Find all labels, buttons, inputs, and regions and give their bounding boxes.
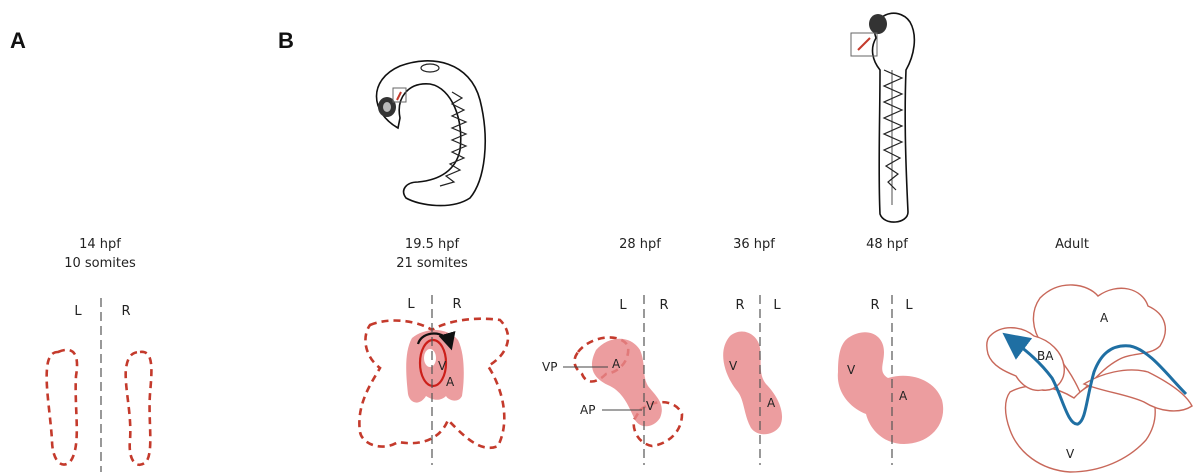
stage-36hpf: 36 hpf R L V A [723,237,782,465]
stage-48hpf-right-label: L [905,298,913,313]
embryo-straight-illustration [851,13,914,222]
stage-36hpf-atrium-label: A [767,396,776,410]
stage-36hpf-right-label: L [773,298,781,313]
stage-19-5hpf-right-label: R [452,297,461,312]
stage-14hpf-time: 14 hpf [79,237,121,252]
stage-28hpf-left-label: L [619,298,627,313]
stage-36hpf-left-label: R [735,298,744,313]
adult-heart: Adult A BA V [987,237,1192,472]
stage-48hpf-left-label: R [870,298,879,313]
stage-14hpf-left-field [47,350,77,465]
adult-bulbus-label: BA [1037,349,1054,363]
stage-19-5hpf: 19.5 hpf 21 somites L R V A [359,237,508,465]
stage-48hpf-heart [838,332,943,444]
stage-28hpf-ap-label: AP [580,403,595,417]
adult-atrium-label: A [1100,311,1109,325]
stage-19-5hpf-left-label: L [407,297,415,312]
stage-19-5hpf-time: 19.5 hpf [405,237,460,252]
adult-title: Adult [1055,237,1089,252]
stage-36hpf-ventricle-label: V [729,359,738,373]
stage-14hpf-somites: 10 somites [64,256,136,271]
stage-19-5hpf-somites: 21 somites [396,256,468,271]
stage-28hpf-right-label: R [659,298,668,313]
panel-label-a: A [10,28,26,53]
stage-28hpf-vp-label: VP [542,360,557,374]
stage-48hpf: 48 hpf R L V A [838,237,943,465]
stage-48hpf-time: 48 hpf [866,237,908,252]
panel-label-b: B [278,28,294,53]
stage-36hpf-heart-tube [723,332,782,435]
stage-48hpf-ventricle-label: V [847,363,856,377]
adult-ventricle-label: V [1066,447,1075,461]
embryo-curled-illustration [377,61,486,206]
stage-28hpf-ventricle-label: V [646,399,655,413]
stage-19-5hpf-ventricle-label: V [438,359,447,373]
stage-28hpf-time: 28 hpf [619,237,661,252]
stage-19-5hpf-atrium-label: A [446,375,455,389]
stage-48hpf-atrium-label: A [899,389,908,403]
stage-28hpf-atrium-label: A [612,357,621,371]
stage-36hpf-time: 36 hpf [733,237,775,252]
stage-14hpf-right-field [126,352,152,465]
stage-19-5hpf-lumen [424,349,436,367]
stage-14hpf: 14 hpf 10 somites L R [47,237,152,472]
stage-14hpf-left-label: L [74,304,82,319]
stage-28hpf: 28 hpf L R A V VP AP [542,237,682,465]
stage-28hpf-heart-tube [592,339,662,427]
stage-14hpf-right-label: R [121,304,130,319]
